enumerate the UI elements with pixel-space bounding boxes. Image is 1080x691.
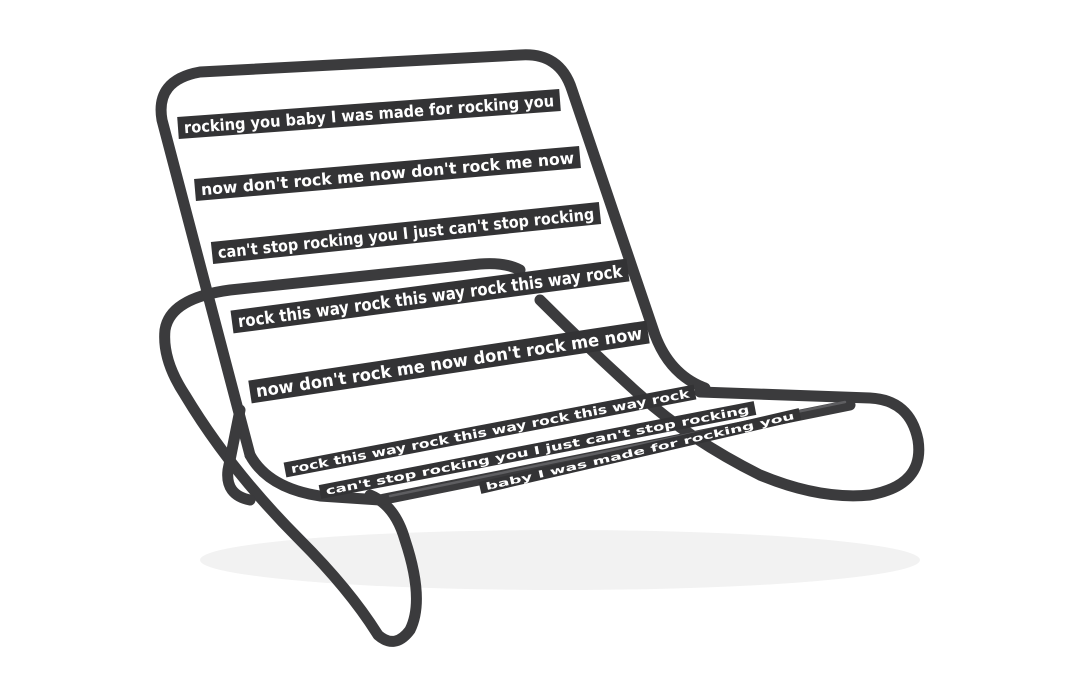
strap-lyric-text: rocking you baby I was made for rocking … xyxy=(183,91,554,137)
strap-band xyxy=(210,202,602,264)
strap-band xyxy=(318,401,757,499)
strap: rocking you baby I was made for rocking … xyxy=(177,89,561,139)
back-frame xyxy=(155,49,711,461)
strap-lyric-text: now don't rock me now don't rock me now xyxy=(255,324,644,402)
strap: now don't rock me now don't rock me now xyxy=(194,146,581,201)
left-rocker xyxy=(159,258,526,647)
right-rocker xyxy=(534,294,925,502)
strap-band xyxy=(478,408,802,494)
strap-band xyxy=(230,258,630,334)
front-support xyxy=(222,404,256,506)
strap-band xyxy=(194,146,581,201)
strap: can't stop rocking you I just can't stop… xyxy=(210,202,602,264)
strap: now don't rock me now don't rock me now xyxy=(248,320,650,404)
straps: rocking you baby I was made for rocking … xyxy=(177,89,802,499)
strap-lyric-text: can't stop rocking you I just can't stop… xyxy=(217,204,595,262)
strap-band xyxy=(248,320,650,404)
strap-band xyxy=(177,89,561,139)
floor-shadow xyxy=(200,530,920,590)
strap-band xyxy=(283,384,697,478)
seat-left-curve xyxy=(244,449,386,506)
